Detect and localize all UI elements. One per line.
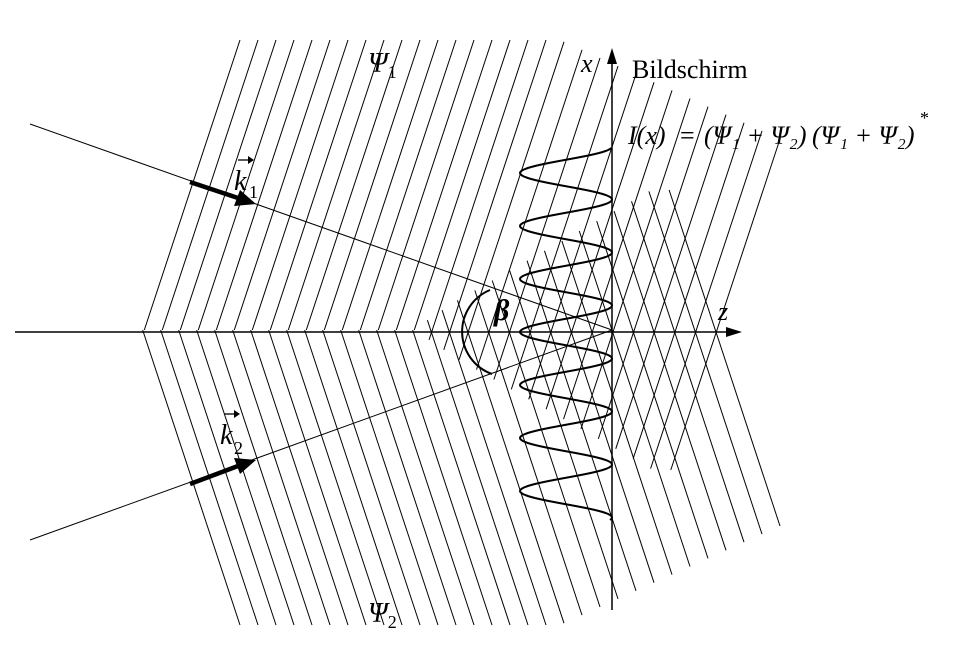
- svg-text:(Ψ₁ + Ψ₂): (Ψ₁ + Ψ₂): [812, 121, 915, 150]
- wave2-wavefront-line: [322, 329, 421, 626]
- wave2-wavefronts: [142, 189, 781, 626]
- wave1-wavefront-line: [510, 65, 619, 390]
- angle-beta-arc: [461, 289, 493, 375]
- k2-arrowhead: [234, 458, 256, 474]
- wave1-wavefront-line: [323, 39, 421, 331]
- wave2-wavefront-line: [509, 270, 619, 600]
- intensity-formula: I(x) = (Ψ₁ + Ψ₂) (Ψ₁ + Ψ₂) *: [627, 108, 929, 150]
- wave2-wavefront-line: [268, 329, 367, 626]
- wave2-wavefront-line: [631, 201, 745, 543]
- wave2-wavefront-line: [426, 319, 529, 626]
- wave2-wavefront-line: [250, 329, 349, 626]
- svg-text:k: k: [220, 420, 233, 451]
- wave2-wavefront-line: [596, 220, 709, 559]
- wave2-wavefront-line: [668, 189, 781, 527]
- wave1-wavefront-line: [580, 98, 691, 430]
- beam1-axis-line: [29, 123, 613, 331]
- wave1-wavefront-line: [161, 39, 259, 331]
- x-axis-label: x: [580, 49, 593, 78]
- beam2-axis-line: [29, 329, 613, 541]
- svg-text:2: 2: [234, 438, 243, 458]
- wave2-wavefront-line: [142, 329, 241, 626]
- screen-label: Bildschirm: [632, 55, 748, 84]
- z-axis-label: z: [717, 297, 728, 326]
- wave1-wavefront-line: [197, 39, 295, 331]
- wave1-wavefront-line: [305, 39, 403, 331]
- wave2-wavefront-line: [491, 280, 601, 608]
- k1-arrow-shaft: [189, 179, 239, 201]
- intensity-pattern-curve: [518, 147, 613, 521]
- wave1-label: Ψ1: [368, 48, 397, 82]
- wave1-wavefront-line: [359, 39, 457, 331]
- wave1-wavefront-line: [650, 130, 763, 469]
- wave1-wavefront-line: [615, 114, 727, 449]
- svg-text:1: 1: [249, 182, 258, 202]
- svg-text:=: =: [680, 121, 695, 150]
- wave1-wavefront-line: [670, 138, 781, 471]
- z-axis-arrowhead: [726, 327, 742, 337]
- wave1-wavefront-line: [476, 49, 583, 370]
- wave1-wavefront-line: [377, 39, 475, 331]
- wave2-wavefront-line: [474, 290, 583, 616]
- wave2-wavefront-line: [358, 329, 457, 626]
- wave2-wavefront-line: [613, 211, 727, 551]
- wave1-wavefront-line: [443, 39, 547, 350]
- wave2-wavefront-line: [178, 329, 277, 626]
- svg-text:I(x): I(x): [627, 121, 666, 150]
- wave1-wavefront-line: [287, 39, 385, 331]
- wave1-wavefront-line: [528, 74, 637, 400]
- wave2-wavefront-line: [578, 230, 691, 567]
- wave2-wavefront-line: [286, 329, 385, 626]
- wave1-wavefront-line: [413, 39, 511, 331]
- wave1-wavefront-line: [233, 39, 331, 331]
- wave2-wavefront-line: [526, 260, 637, 591]
- wave2-wavefront-line: [196, 329, 295, 626]
- wave1-wavefront-line: [632, 122, 745, 459]
- wave1-wavefront-line: [269, 39, 367, 331]
- wave1-wavefront-line: [179, 39, 277, 331]
- wave1-wavefront-line: [341, 39, 439, 331]
- wave2-wavefront-line: [543, 250, 655, 583]
- wave2-wavefront-line: [412, 329, 511, 626]
- wave1-wavefront-line: [493, 57, 601, 380]
- k2-label: k 2: [220, 410, 243, 458]
- k1-label: k 1: [234, 156, 258, 202]
- angle-beta-label: β: [493, 294, 510, 327]
- wave2-wavefront-line: [304, 329, 403, 626]
- wave2-wavefront-line: [376, 329, 475, 626]
- x-axis-arrowhead: [607, 48, 617, 64]
- wave1-wavefronts: [143, 39, 781, 471]
- wave2-wavefront-line: [561, 240, 673, 575]
- wave1-wavefront-line: [428, 39, 529, 341]
- wave2-wavefront-line: [456, 300, 565, 624]
- wave2-wavefront-line: [648, 191, 763, 535]
- svg-text:*: *: [920, 108, 929, 128]
- wave2-wavefront-line: [340, 329, 439, 626]
- wave1-wavefront-line: [215, 39, 313, 331]
- wave1-wavefront-line: [251, 39, 349, 331]
- wave2-label: Ψ2: [368, 598, 397, 632]
- k2-arrow-shaft: [189, 463, 239, 487]
- wave2-wavefront-line: [441, 310, 547, 626]
- wave1-wavefront-line: [597, 106, 709, 440]
- k1-arrowhead: [234, 190, 256, 206]
- wave2-wavefront-line: [394, 329, 493, 626]
- svg-text:k: k: [234, 166, 247, 197]
- svg-text:(Ψ₁ + Ψ₂): (Ψ₁ + Ψ₂): [704, 121, 807, 150]
- k2-vector-bar-head: [234, 410, 240, 418]
- wave1-wavefront-line: [395, 39, 493, 331]
- wave2-wavefront-line: [232, 329, 331, 626]
- k1-vector-bar-head: [248, 156, 254, 164]
- wave2-wavefront-line: [214, 329, 313, 626]
- wave1-wavefront-line: [458, 41, 565, 360]
